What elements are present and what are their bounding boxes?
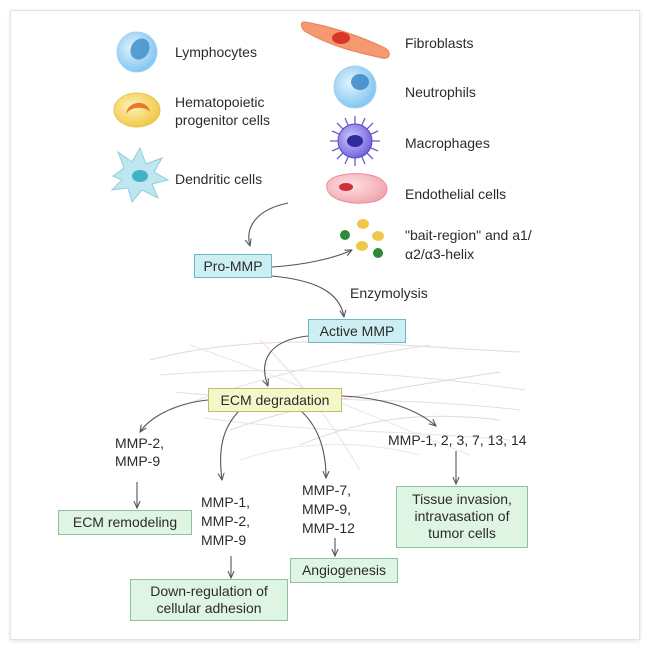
bait-region-dots-icon — [340, 219, 384, 258]
flow-arrows — [137, 202, 456, 578]
ecm-degradation-box: ECM degradation — [208, 388, 342, 412]
mmp-7-9-12-line2: MMP-9, — [302, 501, 351, 517]
fibroblasts-label: Fibroblasts — [405, 35, 474, 51]
ecm-fibers-icon — [149, 339, 526, 471]
endothelial-label: Endothelial cells — [405, 186, 507, 202]
arrow-to-bait-region — [271, 250, 352, 268]
bait-region-label-line1: "bait-region" and a1/ — [405, 227, 532, 243]
lymphocytes-label: Lymphocytes — [175, 44, 257, 60]
tissue-invasion-line3: tumor cells — [428, 525, 496, 541]
lymphocyte-icon — [116, 31, 158, 73]
arrow-to-active-mmp — [271, 275, 344, 317]
macrophage-icon — [330, 116, 380, 166]
pro-mmp-box: Pro-MMP — [194, 254, 272, 278]
fibroblast-icon — [300, 21, 390, 59]
macrophages-label: Macrophages — [405, 135, 490, 151]
down-regulation-box: Down-regulation of cellular adhesion — [130, 579, 288, 621]
down-regulation-line1: Down-regulation of — [150, 583, 268, 599]
active-mmp-box: Active MMP — [308, 319, 406, 343]
bait-region-label-line2: α2/α3-helix — [405, 246, 475, 262]
angiogenesis-box: Angiogenesis — [290, 558, 398, 583]
mmp-2-9-line1: MMP-2, — [115, 435, 164, 451]
hematopoietic-label-line1: Hematopoietic — [175, 94, 265, 110]
tissue-invasion-box: Tissue invasion, intravasation of tumor … — [396, 486, 528, 548]
mmp-7-9-12-line1: MMP-7, — [302, 482, 351, 498]
neutrophils-label: Neutrophils — [405, 84, 476, 100]
arrow-to-mmp-7-9-12 — [299, 409, 326, 478]
mmp-7-9-12-line3: MMP-12 — [302, 520, 355, 536]
tissue-invasion-line1: Tissue invasion, — [412, 491, 512, 507]
hematopoietic-cell-icon — [113, 92, 161, 128]
hematopoietic-label-line2: progenitor cells — [175, 112, 270, 128]
arrow-to-ecm-degradation — [265, 335, 309, 386]
arrow-to-mmp-2-9 — [140, 399, 209, 432]
neutrophil-icon — [333, 65, 377, 109]
arrow-to-mmp-1-2-9 — [221, 409, 241, 480]
enzymolysis-label: Enzymolysis — [350, 285, 428, 301]
mmp-1-to-14-label: MMP-1, 2, 3, 7, 13, 14 — [388, 432, 527, 448]
arrow-cells-to-pro-mmp — [249, 202, 289, 246]
dendritic-cell-icon — [110, 146, 170, 204]
endothelial-cell-icon — [326, 173, 388, 204]
tissue-invasion-line2: intravasation of — [414, 508, 510, 524]
mmp-2-9-line2: MMP-9 — [115, 453, 161, 469]
mmp-1-2-9-line1: MMP-1, — [201, 494, 250, 510]
ecm-remodeling-box: ECM remodeling — [58, 510, 192, 535]
down-regulation-line2: cellular adhesion — [156, 600, 262, 616]
dendritic-label: Dendritic cells — [175, 171, 263, 187]
arrow-to-mmp-1-14 — [341, 395, 436, 426]
mmp-1-2-9-line2: MMP-2, — [201, 513, 250, 529]
mmp-1-2-9-line3: MMP-9 — [201, 532, 247, 548]
